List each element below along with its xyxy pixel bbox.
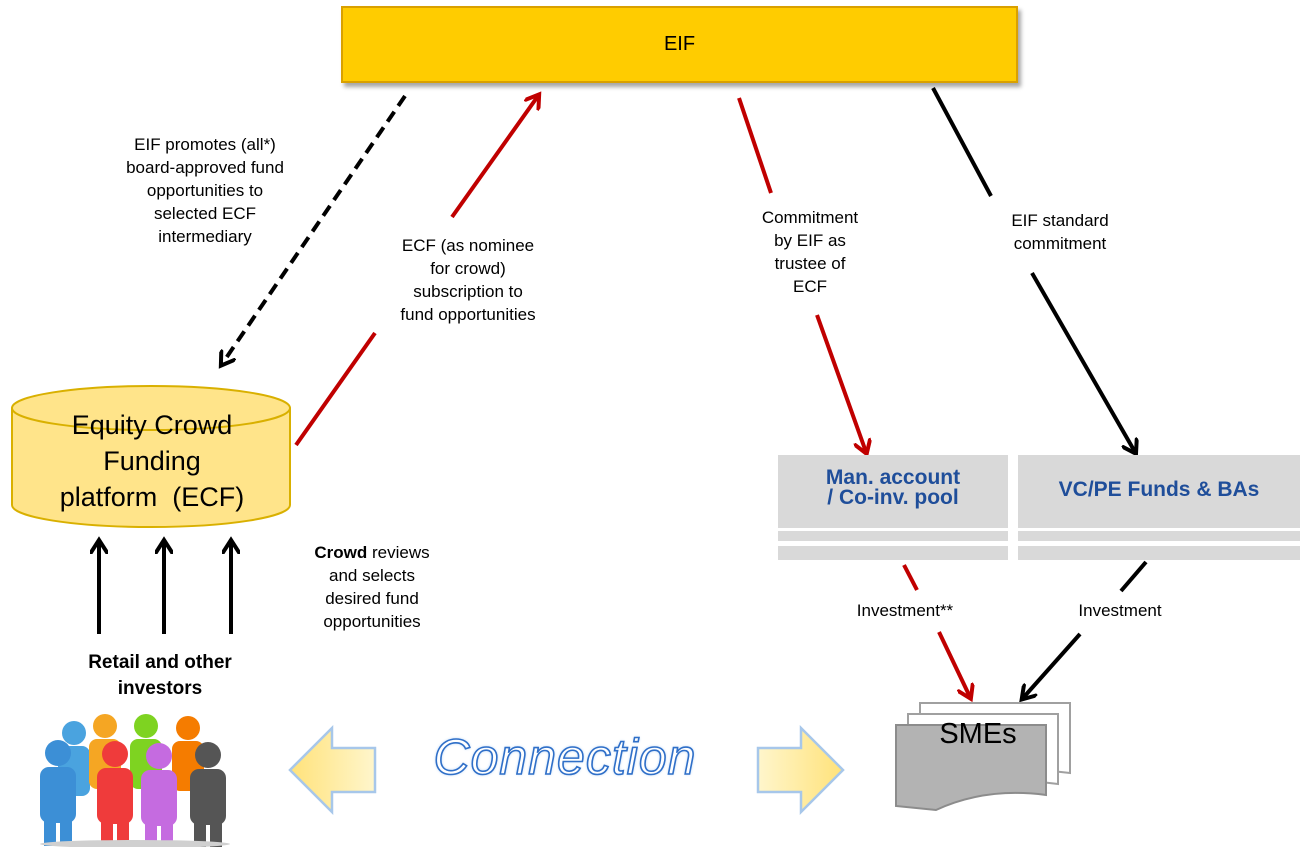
vc-pe-funds-box: [1018, 455, 1300, 560]
standard-commitment-arrow: [931, 87, 1135, 452]
investment-vc-arrow: [1023, 560, 1148, 698]
managed-account-title: Man. account / Co-inv. pool: [778, 466, 1008, 509]
right-arrow-icon: [756, 724, 845, 816]
ecf-line-3: platform (ECF): [59, 482, 245, 512]
ecf-subscription-line: ECF (as nominee: [401, 236, 535, 255]
eif-promotes-line: intermediary: [158, 227, 252, 246]
eif-promotes-line: opportunities to: [146, 181, 264, 200]
managed-account-line: Man. account: [825, 466, 961, 489]
ecf-subscription-line: fund opportunities: [400, 305, 536, 324]
crowd-rest: reviews: [367, 543, 430, 562]
commitment-trustee-line: trustee of: [774, 254, 846, 273]
standard-commitment-line: commitment: [1013, 234, 1107, 253]
investment-vc-text: Investment: [1078, 601, 1162, 620]
eif-promotes-line: EIF promotes (all*): [134, 135, 276, 154]
investor-arrows: [99, 542, 231, 634]
standard-commitment-label: EIF standard commitment: [990, 209, 1130, 255]
eif-promotes-line: board-approved fund: [126, 158, 284, 177]
retail-investors-label: Retail and other investors: [55, 650, 265, 702]
investment-vc-label: Investment: [1050, 599, 1190, 622]
commitment-trustee-line: Commitment: [761, 208, 859, 227]
commitment-trustee-arrow: [737, 97, 866, 452]
crowd-reviews-line: opportunities: [323, 612, 421, 631]
commitment-trustee-line: ECF: [793, 277, 827, 296]
investment-managed-label: Investment**: [830, 599, 980, 622]
vc-pe-funds-line: VC/PE Funds & BAs: [1058, 478, 1260, 501]
smes-label: SMEs: [939, 718, 1017, 750]
document-stack-icon: [895, 702, 1071, 812]
left-arrow-icon: [288, 724, 377, 816]
people-group-icon: [40, 714, 230, 847]
retail-investors-line: Retail and other: [88, 652, 232, 673]
managed-account-line: / Co-inv. pool: [827, 486, 959, 509]
eif-promotes-label: EIF promotes (all*) board-approved fund …: [100, 133, 310, 248]
crowd-reviews-line: and selects: [329, 566, 415, 585]
crowd-reviews-label: Crowd reviews and selects desired fund o…: [282, 541, 462, 633]
crowd-reviews-line: desired fund: [325, 589, 419, 608]
connection-label: Connection: [433, 728, 697, 786]
vc-pe-funds-title: VC/PE Funds & BAs: [1018, 478, 1300, 501]
ecf-subscription-label: ECF (as nominee for crowd) subscription …: [368, 234, 568, 326]
ecf-cylinder: [11, 385, 291, 528]
eif-promotes-line: selected ECF: [153, 204, 257, 223]
crowd-bold: Crowd: [314, 543, 368, 562]
crowd-reviews-line-1: Crowd reviews: [282, 541, 462, 564]
eif-box: EIF: [341, 6, 1018, 83]
ecf-platform-label: Equity Crowd Funding platform (ECF): [14, 407, 290, 515]
retail-investors-line: investors: [117, 678, 203, 699]
commitment-trustee-line: by EIF as: [774, 231, 846, 250]
ecf-subscription-line: subscription to: [413, 282, 523, 301]
investment-managed-arrow: [902, 564, 970, 697]
eif-promotes-arrow: [222, 94, 407, 364]
commitment-trustee-label: Commitment by EIF as trustee of ECF: [745, 206, 875, 298]
ecf-subscription-line: for crowd): [430, 259, 506, 278]
ecf-line-1: Equity Crowd: [71, 410, 233, 440]
ecf-subscription-arrow: [294, 96, 538, 447]
eif-label: EIF: [663, 33, 696, 55]
standard-commitment-line: EIF standard: [1011, 211, 1109, 230]
ecf-line-2: Funding: [103, 446, 201, 476]
managed-account-box: [778, 455, 1008, 560]
investment-managed-text: Investment**: [856, 601, 954, 620]
